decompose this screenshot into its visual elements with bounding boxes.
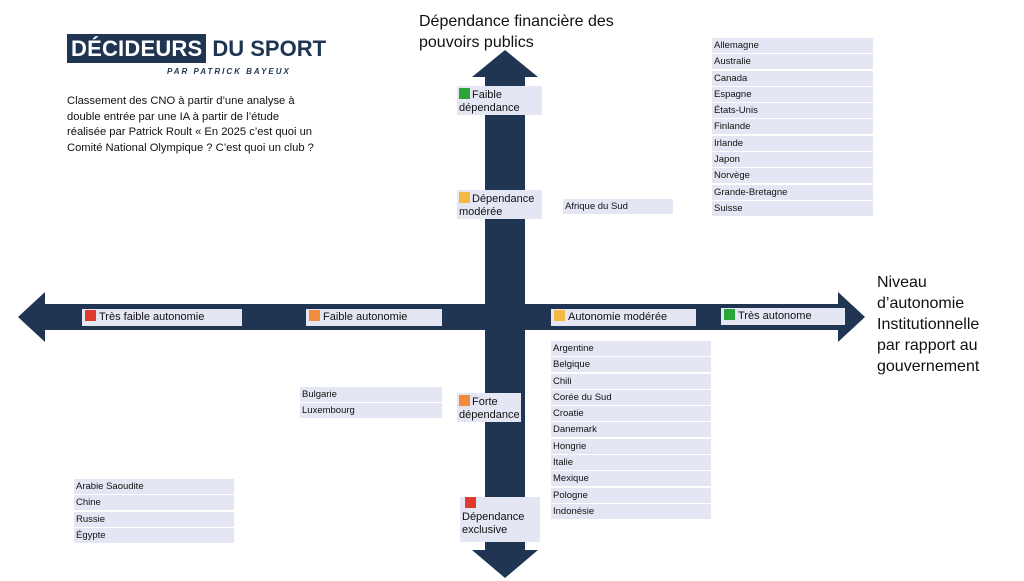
list-item: Italie <box>551 455 711 471</box>
list-item: Luxembourg <box>300 403 442 419</box>
list-item: Mexique <box>551 471 711 487</box>
list-item: Pologne <box>551 487 711 503</box>
yellow-square <box>554 310 565 321</box>
label-text: Faible autonomie <box>323 311 408 323</box>
yellow-square <box>459 192 470 203</box>
label-tres-autonome: Très autonome <box>721 308 845 325</box>
list-item: Arabie Saoudite <box>74 479 234 494</box>
label-line1: Forte <box>472 396 498 408</box>
list-item: Bulgarie <box>300 387 442 402</box>
list-item: Allemagne <box>712 38 873 53</box>
list-item: Suisse <box>712 200 873 216</box>
list-item: Hongrie <box>551 438 711 454</box>
list-item: Égypte <box>74 527 234 543</box>
list-item: Danemark <box>551 422 711 438</box>
label-line1: Dépendance <box>462 511 525 523</box>
horizontal-axis-title: Niveau d’autonomie Institutionnelle par … <box>877 274 980 375</box>
list-bottom-right: Argentine Belgique Chili Corée du Sud Cr… <box>551 341 711 520</box>
orange-square <box>309 310 320 321</box>
list-bottom-left: Arabie Saoudite Chine Russie Égypte <box>74 479 234 544</box>
list-item: Belgique <box>551 357 711 373</box>
list-item: Corée du Sud <box>551 389 711 405</box>
list-item: Afrique du Sud <box>563 199 673 214</box>
green-square <box>459 88 470 99</box>
list-item: Argentine <box>551 341 711 356</box>
list-top-right: Allemagne Australie Canada Espagne États… <box>712 38 873 217</box>
label-faible-autonomie: Faible autonomie <box>306 309 442 326</box>
label-line2: dépendance <box>459 102 520 114</box>
list-item: Irlande <box>712 135 873 151</box>
vertical-axis-title: Dépendance financière des pouvoirs publi… <box>419 13 614 51</box>
list-item: Espagne <box>712 86 873 102</box>
green-square <box>724 309 735 320</box>
red-square <box>465 497 476 508</box>
list-item: Chili <box>551 373 711 389</box>
list-item: Canada <box>712 70 873 86</box>
list-item: Norvège <box>712 168 873 184</box>
label-faible-dependance: Faible dépendance <box>457 86 542 115</box>
label-line2: exclusive <box>462 524 508 536</box>
label-line2: modérée <box>459 206 503 218</box>
label-forte-dependance: Forte dépendance <box>457 393 521 422</box>
red-square <box>85 310 96 321</box>
logo: DÉCIDEURS DU SPORT <box>67 34 326 63</box>
label-line1: Dépendance <box>472 193 535 205</box>
label-dependance-exclusive: Dépendance exclusive <box>460 497 540 542</box>
label-text: Autonomie modérée <box>568 311 668 323</box>
orange-square <box>459 395 470 406</box>
label-line1: Faible <box>472 89 502 101</box>
list-bottom-middle: Bulgarie Luxembourg <box>300 387 442 420</box>
label-tres-faible-autonomie: Très faible autonomie <box>82 309 242 326</box>
list-item: Indonésie <box>551 503 711 519</box>
list-afrique: Afrique du Sud <box>563 199 673 215</box>
label-text: Très faible autonomie <box>99 311 205 323</box>
list-item: États-Unis <box>712 103 873 119</box>
label-autonomie-moderee: Autonomie modérée <box>551 309 696 326</box>
list-item: Croatie <box>551 406 711 422</box>
list-item: Japon <box>712 152 873 168</box>
logo-byline: PAR PATRICK BAYEUX <box>167 67 291 76</box>
list-item: Grande-Bretagne <box>712 184 873 200</box>
list-item: Finlande <box>712 119 873 135</box>
list-item: Australie <box>712 54 873 70</box>
logo-brand-box: DÉCIDEURS <box>67 34 207 63</box>
list-item: Chine <box>74 495 234 511</box>
list-item: Russie <box>74 511 234 527</box>
label-text: Très autonome <box>738 310 812 322</box>
label-dependance-moderee: Dépendance modérée <box>457 190 542 219</box>
logo-brand-rest: DU SPORT <box>212 35 327 61</box>
description-text: Classement des CNO à partir d’une analys… <box>67 95 314 154</box>
label-line2: dépendance <box>459 409 520 421</box>
